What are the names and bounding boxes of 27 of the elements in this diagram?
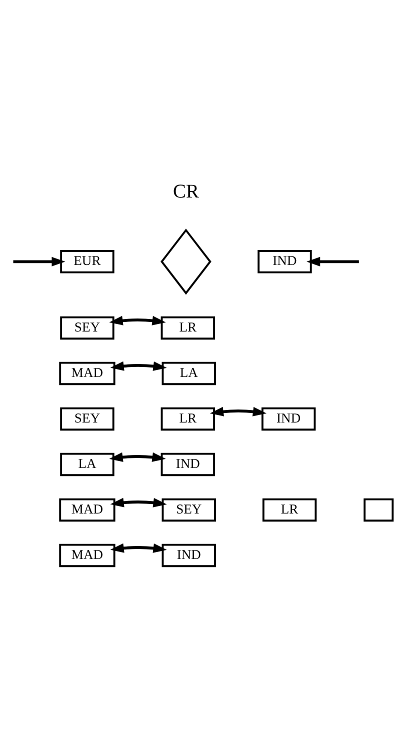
arrow — [109, 316, 166, 326]
arrow — [110, 543, 167, 553]
node-box: IND — [160, 452, 216, 476]
arrow — [306, 256, 359, 266]
node-box: LA — [162, 362, 216, 386]
node-box: MAD — [59, 362, 116, 386]
node-box: SEY — [60, 407, 114, 431]
node-box: EUR — [60, 250, 114, 274]
label: CR — [173, 181, 199, 202]
arrow — [210, 406, 267, 416]
node-box: LR — [160, 316, 216, 340]
node-box: IND — [162, 544, 216, 568]
node-box — [364, 498, 394, 522]
arrow — [109, 452, 166, 462]
node-box: IND — [258, 250, 312, 274]
node-box: LA — [60, 452, 114, 476]
node-box: SEY — [162, 498, 216, 522]
arrow — [110, 361, 167, 371]
arrow — [13, 256, 66, 266]
node-box: MAD — [59, 498, 116, 522]
node-box: IND — [261, 407, 316, 431]
node-box: SEY — [60, 316, 114, 340]
node-diamond — [160, 228, 212, 295]
node-box: LR — [262, 498, 317, 522]
node-box: MAD — [59, 544, 116, 568]
arrow — [110, 498, 167, 508]
node-box: LR — [160, 407, 216, 431]
